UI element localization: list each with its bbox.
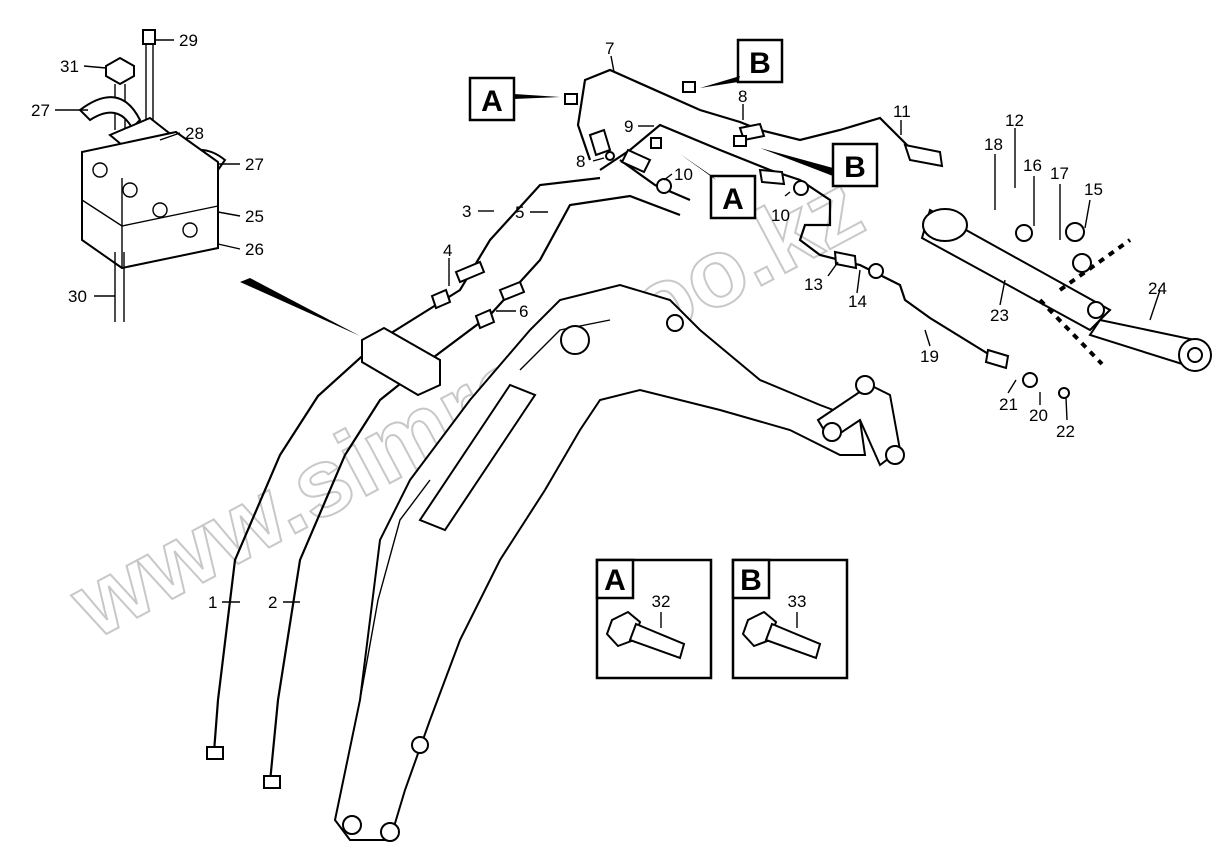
bolt-33-shank <box>764 622 822 660</box>
detail-panel-b-letter: B <box>740 564 762 597</box>
callout-8-left: 8 <box>576 152 585 171</box>
ref-box-a-left: A <box>468 76 560 122</box>
callout-19: 19 <box>920 347 939 366</box>
callout-8-top: 8 <box>738 87 747 106</box>
ref-box-a-mid-letter: A <box>722 183 744 216</box>
ref-box-a-mid: A <box>680 154 757 220</box>
callout-1: 1 <box>208 593 217 612</box>
callout-27-left: 27 <box>31 101 50 120</box>
callout-labels: 29 31 27 28 27 25 26 30 1 2 3 5 4 6 7 8 … <box>31 31 1167 612</box>
detail-panel-b-part-number: 33 <box>788 592 807 611</box>
callout-5: 5 <box>515 203 524 222</box>
callout-21: 21 <box>999 395 1018 414</box>
callout-23: 23 <box>990 306 1009 325</box>
ref-box-b-top-letter: B <box>749 47 771 80</box>
detail-panel-a-part-number: 32 <box>652 592 671 611</box>
ref-box-b-right: B <box>760 142 879 188</box>
callout-11: 11 <box>893 102 911 121</box>
bolt-32-shank <box>628 622 686 660</box>
callout-17: 17 <box>1050 164 1069 183</box>
ref-box-b-right-letter: B <box>844 151 866 184</box>
callout-20: 20 <box>1029 406 1048 425</box>
callout-24: 24 <box>1148 279 1167 298</box>
hydraulic-pipes <box>206 176 681 789</box>
callout-30: 30 <box>68 287 87 306</box>
detail-panel-a-letter: A <box>604 564 626 597</box>
callout-25: 25 <box>245 207 264 226</box>
callout-10-left: 10 <box>674 165 693 184</box>
callout-31: 31 <box>60 57 79 76</box>
callout-14: 14 <box>848 292 867 311</box>
callout-22: 22 <box>1056 422 1075 441</box>
callout-12: 12 <box>1005 111 1024 130</box>
callout-6: 6 <box>519 302 528 321</box>
ref-box-a-left-letter: A <box>481 85 503 118</box>
callout-13: 13 <box>804 275 823 294</box>
callout-27-right: 27 <box>245 155 264 174</box>
hydraulic-cylinder <box>920 208 1212 372</box>
callout-26: 26 <box>245 240 264 259</box>
callout-7: 7 <box>605 39 614 58</box>
callout-16: 16 <box>1023 156 1042 175</box>
callout-29: 29 <box>179 31 198 50</box>
callout-leaders <box>55 39 1161 603</box>
callout-3: 3 <box>462 202 471 221</box>
callout-15: 15 <box>1084 180 1103 199</box>
detail-panel-a: A 32 <box>595 558 713 680</box>
clamp-assembly <box>78 29 227 322</box>
boom-arm <box>333 283 905 842</box>
callout-4: 4 <box>443 241 452 260</box>
upper-lines <box>564 68 1070 399</box>
callout-18: 18 <box>984 135 1003 154</box>
callout-28: 28 <box>185 124 204 143</box>
ref-box-b-top: B <box>700 38 784 88</box>
pointer-arrow <box>240 278 360 336</box>
callout-9: 9 <box>624 117 633 136</box>
callout-2: 2 <box>268 593 277 612</box>
callout-10-right: 10 <box>771 206 790 225</box>
detail-panel-b: B 33 <box>731 558 849 680</box>
